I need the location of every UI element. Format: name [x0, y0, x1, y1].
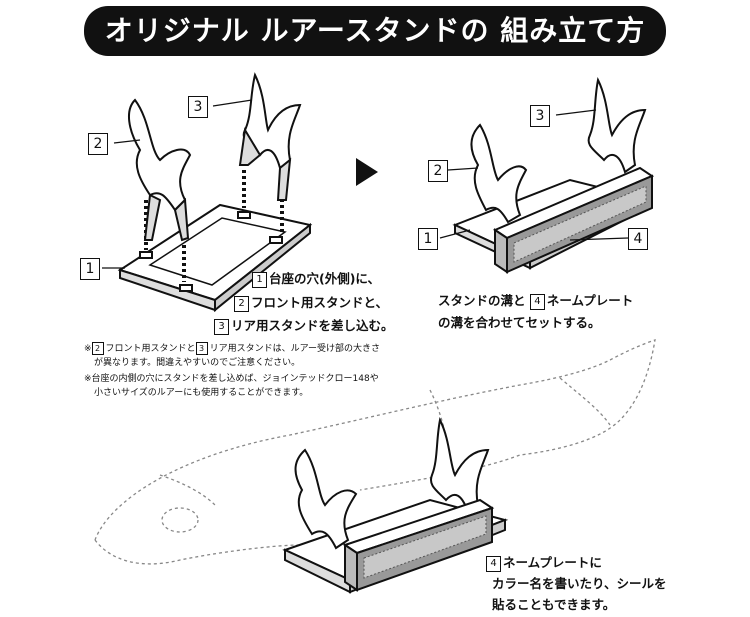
num-3: 3 — [214, 318, 229, 335]
label-3-step1: 3 — [188, 96, 208, 118]
stands-step2 — [470, 76, 647, 224]
step3-line2: カラー名を書いたり、シールを — [492, 576, 667, 591]
name-plate-step3 — [342, 498, 495, 592]
front-stand-step1 — [128, 98, 192, 242]
step3-text1: ネームプレートに — [503, 555, 602, 570]
stands-step3 — [294, 416, 490, 550]
name-plate-step2 — [492, 166, 655, 274]
step2-line2: の溝を合わせてセットする。 — [438, 315, 601, 330]
step2-text1a: スタンドの溝と — [438, 293, 526, 308]
page-title: オリジナル ルアースタンドの 組み立て方 — [84, 6, 666, 56]
label-3-step2: 3 — [530, 105, 550, 127]
rear-stand-step1 — [238, 72, 302, 201]
label-1-step1: 1 — [80, 258, 100, 280]
label-1-step2: 1 — [418, 228, 438, 250]
note-num-3: 3 — [195, 342, 208, 355]
label-2-step2: 2 — [428, 160, 448, 182]
note1-prefix: ※ — [84, 344, 92, 354]
note1-text-a: フロント用スタンドと — [105, 344, 196, 354]
leader-lines — [102, 99, 629, 269]
label-2-step1: 2 — [88, 133, 108, 155]
note2-line1: ※台座の内側の穴にスタンドを差し込めば、ジョインテッドクロー148や — [84, 374, 379, 384]
note-num-2: 2 — [91, 342, 104, 355]
num-2: 2 — [234, 295, 249, 312]
note1-line2: が異なります。間違えやすいのでご注意ください。 — [94, 358, 301, 368]
step1-text1: 台座の穴(外側)に、 — [269, 271, 381, 286]
label-4-step2: 4 — [628, 228, 648, 250]
step3-line3: 貼ることもできます。 — [492, 597, 616, 612]
step1-text3: リア用スタンドを差し込む。 — [231, 318, 394, 333]
next-step-arrow — [356, 158, 378, 186]
step1-text2: フロント用スタンドと、 — [251, 295, 389, 310]
num-1: 1 — [252, 271, 267, 288]
note2-line2: 小さいサイズのルアーにも使用することができます。 — [94, 388, 309, 398]
note1-text-b: リア用スタンドは、ルアー受け部の大きさ — [209, 344, 381, 354]
num-4-step3: 4 — [486, 555, 501, 572]
step2-text1b: ネームプレート — [546, 293, 634, 308]
num-4: 4 — [529, 293, 545, 310]
